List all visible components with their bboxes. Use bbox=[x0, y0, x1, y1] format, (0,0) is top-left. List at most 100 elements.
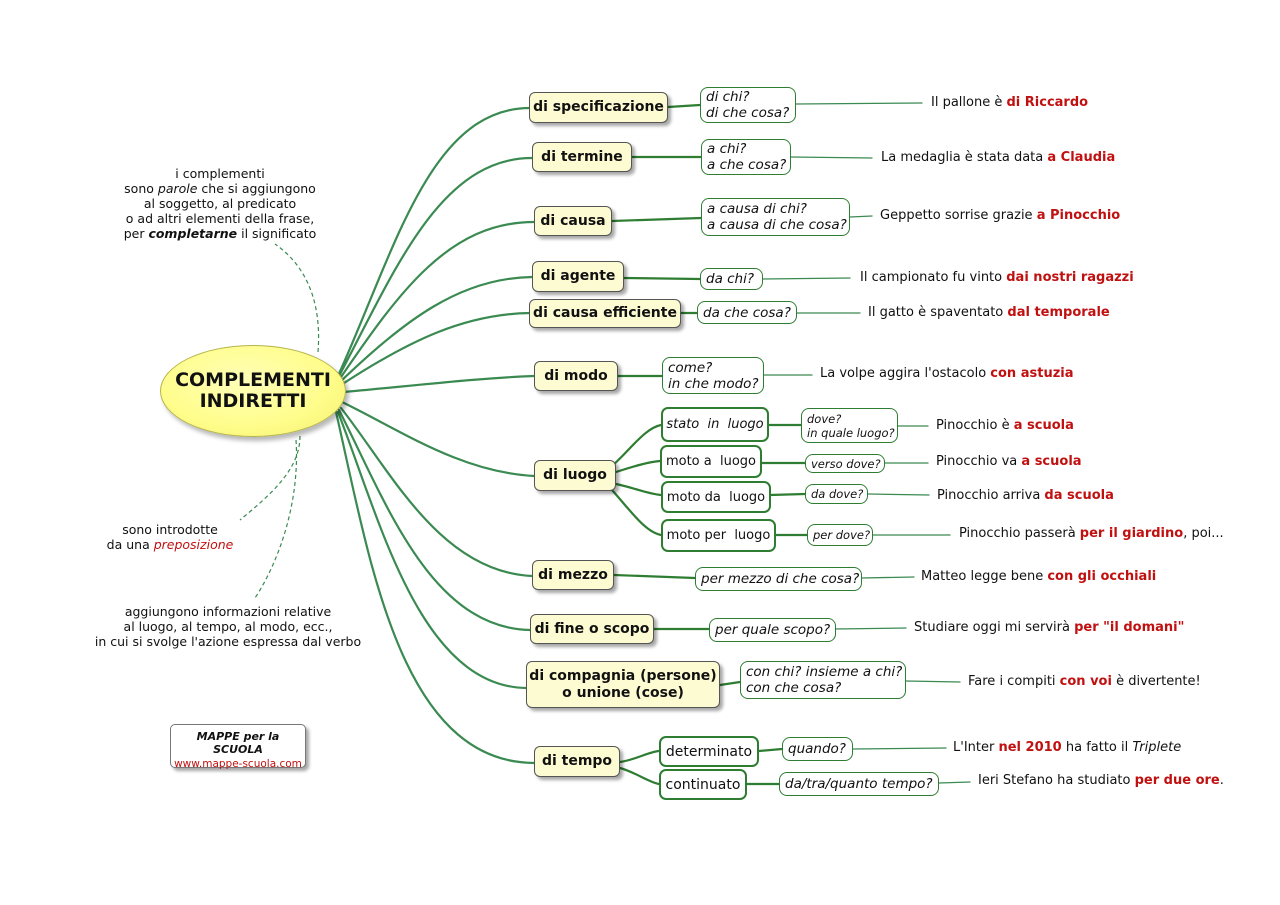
note-line: al soggetto, al predicato bbox=[143, 196, 297, 211]
example-moto-per-luogo: Pinocchio passerà per il giardino, poi..… bbox=[959, 526, 1224, 541]
category-compagnia: di compagnia (persone) o unione (cose) bbox=[526, 661, 720, 708]
question-line: di chi? bbox=[706, 89, 750, 105]
subnode-moto-da-luogo: moto da luogo bbox=[661, 481, 771, 513]
question-moto-a-luogo: verso dove? bbox=[805, 454, 885, 473]
question-line: a causa di che cosa? bbox=[707, 217, 847, 233]
dashed-link-top bbox=[274, 243, 320, 353]
category-compagnia-line1: di compagnia (persone) bbox=[529, 667, 717, 684]
note-definition: i complementi sono parole che si aggiung… bbox=[120, 166, 320, 241]
question-line: per mezzo di che cosa? bbox=[701, 571, 860, 587]
note-line: i complementi bbox=[175, 166, 265, 181]
subnode-continuato: continuato bbox=[659, 769, 747, 800]
question-line: di che cosa? bbox=[706, 105, 790, 121]
example-specificazione: Il pallone è di Riccardo bbox=[931, 95, 1089, 110]
note-line: al luogo, al tempo, al modo, ecc., bbox=[123, 619, 333, 634]
question-agente: da chi? bbox=[700, 268, 763, 290]
note-line: aggiungono informazioni relative bbox=[124, 604, 332, 619]
subnode-determinato: determinato bbox=[659, 736, 759, 767]
note-line: da una preposizione bbox=[106, 537, 234, 552]
category-agente: di agente bbox=[532, 261, 624, 292]
link-termine bbox=[336, 156, 534, 380]
question-line: dove? bbox=[807, 411, 842, 426]
category-luogo: di luogo bbox=[534, 460, 616, 491]
category-causa-efficiente: di causa efficiente bbox=[529, 299, 681, 328]
question-determinato: quando? bbox=[782, 737, 853, 761]
question-line: in quale luogo? bbox=[807, 425, 895, 440]
subnode-moto-a-luogo: moto a luogo bbox=[660, 445, 762, 478]
question-line: a causa di chi? bbox=[707, 201, 807, 217]
category-fine: di fine o scopo bbox=[530, 614, 654, 644]
question-line: da chi? bbox=[706, 271, 755, 287]
link-modo bbox=[342, 374, 536, 394]
question-compagnia: con chi? insieme a chi? con che cosa? bbox=[740, 661, 906, 699]
example-moto-a-luogo: Pinocchio va a scuola bbox=[936, 454, 1082, 469]
example-causa: Geppetto sorrise grazie a Pinocchio bbox=[880, 208, 1121, 223]
link-fine bbox=[337, 408, 532, 632]
question-specificazione: di chi? di che cosa? bbox=[700, 87, 796, 123]
question-moto-per-luogo: per dove? bbox=[807, 524, 873, 546]
example-agente: Il campionato fu vinto dai nostri ragazz… bbox=[860, 270, 1134, 285]
example-termine: La medaglia è stata data a Claudia bbox=[881, 150, 1116, 165]
example-mezzo: Matteo legge bene con gli occhiali bbox=[921, 569, 1157, 584]
question-line: con che cosa? bbox=[746, 680, 842, 696]
logo-title: MAPPE per la SCUOLA bbox=[196, 730, 280, 756]
note-line: o ad altri elementi della frase, bbox=[125, 211, 315, 226]
question-causa: a causa di chi? a causa di che cosa? bbox=[701, 198, 850, 236]
note-line: sono parole che si aggiungono bbox=[124, 181, 316, 196]
question-line: in che modo? bbox=[668, 375, 759, 392]
link-causa bbox=[337, 220, 536, 382]
question-line: a che cosa? bbox=[707, 157, 787, 173]
question-termine: a chi? a che cosa? bbox=[701, 139, 791, 175]
question-line: verso dove? bbox=[811, 456, 881, 471]
link-luogo bbox=[340, 400, 536, 478]
center-title-line2: INDIRETTI bbox=[199, 390, 307, 412]
category-compagnia-line2: o unione (cose) bbox=[562, 684, 684, 701]
link-compagnia bbox=[336, 410, 528, 690]
question-line: come? bbox=[668, 359, 713, 376]
example-continuato: Ieri Stefano ha studiato per due ore. bbox=[978, 773, 1224, 788]
logo-url[interactable]: www.mappe-scuola.com bbox=[174, 758, 302, 770]
question-line: per dove? bbox=[813, 528, 871, 542]
category-causa: di causa bbox=[534, 206, 612, 236]
example-moto-da-luogo: Pinocchio arriva da scuola bbox=[937, 488, 1114, 503]
note-line: sono introdotte bbox=[122, 522, 218, 537]
question-modo: come? in che modo? bbox=[662, 357, 764, 394]
example-fine: Studiare oggi mi servirà per "il domani" bbox=[914, 620, 1185, 635]
note-line: per completarne il significato bbox=[123, 226, 317, 241]
question-line: da che cosa? bbox=[703, 304, 791, 321]
example-stato-in-luogo: Pinocchio è a scuola bbox=[936, 418, 1074, 433]
category-specificazione: di specificazione bbox=[529, 92, 668, 123]
note-line: in cui si svolge l'azione espressa dal v… bbox=[94, 634, 362, 649]
category-tempo: di tempo bbox=[534, 746, 620, 777]
subnode-moto-per-luogo: moto per luogo bbox=[661, 519, 776, 552]
question-line: per quale scopo? bbox=[715, 622, 831, 638]
center-title-line1: COMPLEMENTI bbox=[175, 369, 331, 391]
link-agente bbox=[338, 275, 534, 384]
question-continuato: da/tra/quanto tempo? bbox=[779, 772, 939, 796]
note-preposition: sono introdotte da una preposizione bbox=[90, 522, 250, 552]
example-determinato: L'Inter nel 2010 ha fatto il Triplete bbox=[953, 740, 1182, 755]
example-compagnia: Fare i compiti con voi è divertente! bbox=[968, 674, 1201, 689]
note-information: aggiungono informazioni relative al luog… bbox=[90, 604, 366, 649]
dashed-link-bottom bbox=[254, 439, 298, 599]
category-mezzo: di mezzo bbox=[532, 560, 614, 590]
subnode-stato-in-luogo: stato in luogo bbox=[661, 407, 769, 442]
category-modo: di modo bbox=[534, 361, 618, 391]
dashed-link-middle bbox=[239, 435, 301, 521]
question-fine: per quale scopo? bbox=[709, 618, 836, 642]
question-moto-da-luogo: da dove? bbox=[805, 484, 868, 504]
example-modo: La volpe aggira l'ostacolo con astuzia bbox=[820, 366, 1074, 381]
question-causa-efficiente: da che cosa? bbox=[697, 301, 797, 324]
question-line: con chi? insieme a chi? bbox=[746, 664, 903, 680]
site-logo[interactable]: MAPPE per la SCUOLA www.mappe-scuola.com bbox=[170, 724, 306, 770]
category-termine: di termine bbox=[532, 142, 632, 172]
link-specificazione bbox=[336, 106, 532, 378]
link-causa-efficiente bbox=[339, 311, 532, 387]
link-mezzo bbox=[339, 406, 534, 578]
question-line: da dove? bbox=[811, 487, 864, 501]
question-line: da/tra/quanto tempo? bbox=[785, 776, 933, 792]
question-mezzo: per mezzo di che cosa? bbox=[695, 567, 862, 591]
question-stato-in-luogo: dove? in quale luogo? bbox=[801, 408, 898, 443]
example-causa-efficiente: Il gatto è spaventato dal temporale bbox=[868, 305, 1110, 320]
